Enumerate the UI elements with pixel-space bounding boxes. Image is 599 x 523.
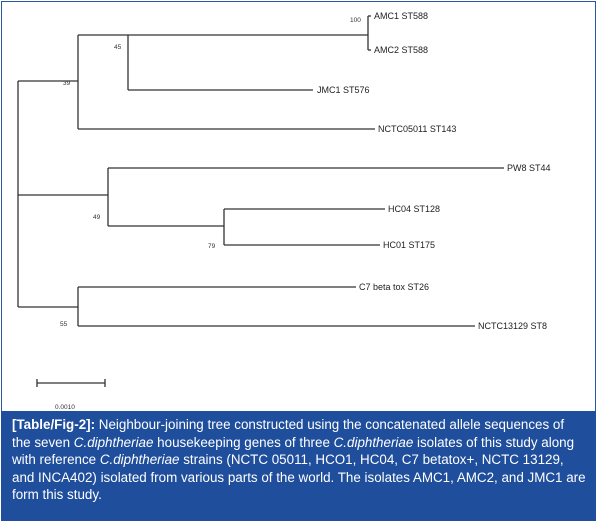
tip-label-amc2: AMC2 ST588 (374, 45, 428, 55)
bootstrap-45: 45 (114, 44, 122, 51)
caption-species-1: C.diphtheriae (73, 434, 154, 450)
bootstrap-55: 55 (60, 321, 68, 328)
caption-text-4: strains (NCTC 05011, HCO1, HC04, C7 beta… (12, 452, 586, 503)
caption-text-2: housekeeping genes of three (153, 434, 334, 450)
tip-label-jmc1: JMC1 ST576 (317, 85, 370, 95)
bootstrap-39: 39 (63, 80, 71, 87)
tip-label-pw8: PW8 ST44 (507, 163, 551, 173)
figure-caption: [Table/Fig-2]: Neighbour-joining tree co… (1, 411, 596, 521)
caption-text-1: Neighbour-joining tree constructed using… (12, 417, 565, 450)
bootstrap-49: 49 (93, 214, 101, 221)
tip-label-nctc05011: NCTC05011 ST143 (378, 124, 456, 134)
tree-branches (17, 15, 504, 327)
bootstrap-100: 100 (350, 17, 361, 24)
caption-species-2: C.diphtheriae (333, 434, 414, 450)
tip-label-nctc13129: NCTC13129 ST8 (478, 321, 547, 331)
tip-label-amc1: AMC1 ST588 (374, 11, 428, 21)
caption-species-3: C.diphtheriae (99, 452, 180, 468)
tip-label-hc01: HC01 ST175 (383, 240, 435, 250)
phylogenetic-tree: AMC1 ST588 AMC2 ST588 JMC1 ST576 NCTC050… (17, 11, 551, 411)
tip-label-hc04: HC04 ST128 (388, 204, 440, 214)
bootstrap-79: 79 (208, 243, 216, 250)
scale-bar (36, 379, 106, 387)
tip-label-c7: C7 beta tox ST26 (359, 282, 429, 292)
caption-label: [Table/Fig-2]: (12, 417, 96, 432)
scale-bar-label: 0.0010 (55, 404, 75, 411)
caption-text-3: isolates of this study along with refere… (12, 434, 575, 468)
